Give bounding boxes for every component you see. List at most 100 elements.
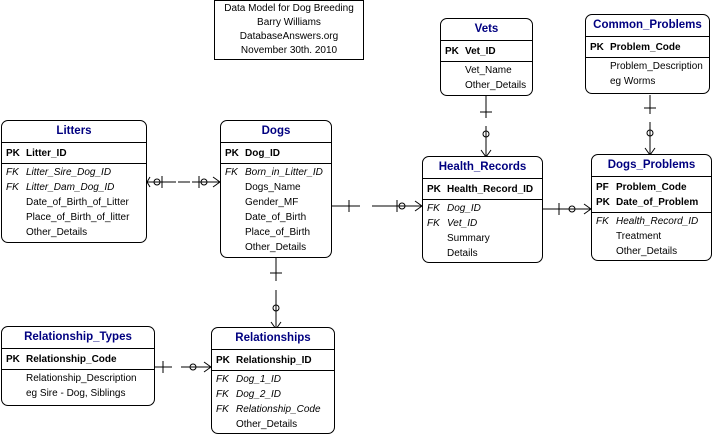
column-row: Date_of_Birth bbox=[221, 210, 331, 225]
pk-row: PK Relationship_Code bbox=[2, 349, 154, 370]
key-marker bbox=[586, 74, 610, 89]
key-marker bbox=[441, 78, 465, 93]
link-relationship-types-relationships bbox=[155, 361, 212, 373]
entity-title: Litters bbox=[2, 121, 146, 143]
entity-title: Relationships bbox=[212, 328, 334, 350]
column-row: Dogs_Name bbox=[221, 180, 331, 195]
key-marker: FK bbox=[6, 167, 19, 178]
column-name: Details bbox=[447, 248, 478, 259]
pk-row: PK Litter_ID bbox=[2, 143, 146, 164]
column-row: Treatment bbox=[592, 229, 711, 244]
link-litters-dogs bbox=[146, 176, 221, 188]
key-marker bbox=[423, 231, 447, 246]
column-row: Summary bbox=[423, 231, 542, 246]
column-row: FK Litter_Dam_Dog_ID bbox=[2, 180, 146, 195]
column-name: eg Worms bbox=[610, 76, 656, 87]
column-name: Dog_ID bbox=[447, 203, 481, 214]
column-name: Problem_Code bbox=[616, 182, 687, 193]
column-name: Vet_Name bbox=[465, 65, 512, 76]
pk-row: PK Problem_Code bbox=[586, 37, 709, 58]
key-marker: PK bbox=[590, 42, 604, 53]
column-name: Gender_MF bbox=[245, 197, 299, 208]
column-name: Dog_ID bbox=[245, 148, 280, 159]
entity-litters[interactable]: Litters PK Litter_ID FK Litter_Sire_Dog_I… bbox=[1, 120, 147, 243]
key-marker bbox=[2, 225, 26, 240]
column-name: Litter_Sire_Dog_ID bbox=[26, 167, 112, 178]
column-name: Vet_ID bbox=[447, 218, 478, 229]
column-row: Details bbox=[423, 246, 542, 261]
key-marker bbox=[221, 180, 245, 195]
column-name: Vet_ID bbox=[465, 46, 496, 57]
key-marker bbox=[441, 63, 465, 78]
column-name: eg Sire - Dog, Siblings bbox=[26, 388, 126, 399]
column-row: eg Worms bbox=[586, 74, 709, 89]
column-name: Relationship_Description bbox=[26, 373, 137, 384]
column-row: Date_of_Birth_of_Litter bbox=[2, 195, 146, 210]
entity-vets[interactable]: Vets PK Vet_ID Vet_Name Other_Details bbox=[440, 18, 533, 96]
column-name: Problem_Code bbox=[610, 42, 681, 53]
column-row: Other_Details bbox=[221, 240, 331, 255]
column-row: FK Litter_Sire_Dog_ID bbox=[2, 165, 146, 180]
column-name: Problem_Description bbox=[610, 61, 703, 72]
column-name: Summary bbox=[447, 233, 490, 244]
column-row: Other_Details bbox=[441, 78, 532, 93]
column-name: Date_of_Birth_of_Litter bbox=[26, 197, 129, 208]
column-name: Health_Record_ID bbox=[447, 184, 534, 195]
column-row: PF Problem_Code bbox=[592, 180, 711, 195]
column-name: Health_Record_ID bbox=[616, 216, 699, 227]
column-name: Relationship_Code bbox=[26, 354, 117, 365]
key-marker: FK bbox=[216, 389, 229, 400]
column-row: Gender_MF bbox=[221, 195, 331, 210]
entity-relationship-types[interactable]: Relationship_Types PK Relationship_Code … bbox=[1, 326, 155, 406]
column-row: FK Health_Record_ID bbox=[592, 214, 711, 229]
column-name: Other_Details bbox=[245, 242, 307, 253]
column-row: Place_of_Birth_of_litter bbox=[2, 210, 146, 225]
key-marker: PF bbox=[596, 182, 609, 193]
key-marker: FK bbox=[596, 216, 609, 227]
key-marker: FK bbox=[225, 167, 238, 178]
column-row: Problem_Description bbox=[586, 59, 709, 74]
caption-author: Barry Williams bbox=[257, 17, 321, 28]
key-marker: PK bbox=[6, 354, 20, 365]
key-marker: PK bbox=[427, 184, 441, 195]
key-marker bbox=[423, 246, 447, 261]
column-name: Litter_Dam_Dog_ID bbox=[26, 182, 115, 193]
key-marker: PK bbox=[596, 197, 610, 208]
link-health-records-dogs-problems bbox=[543, 203, 592, 215]
column-name: Other_Details bbox=[26, 227, 88, 238]
key-marker: PK bbox=[6, 148, 20, 159]
column-row: Place_of_Birth bbox=[221, 225, 331, 240]
key-marker bbox=[2, 195, 26, 210]
pk-row: PK Vet_ID bbox=[441, 41, 532, 62]
key-marker: PK bbox=[445, 46, 459, 57]
entity-title: Vets bbox=[441, 19, 532, 41]
entity-title: Dogs_Problems bbox=[592, 155, 711, 177]
column-row: Other_Details bbox=[212, 417, 334, 432]
column-name: Other_Details bbox=[465, 80, 527, 91]
column-name: Place_of_Birth_of_litter bbox=[26, 212, 130, 223]
column-row: Other_Details bbox=[2, 225, 146, 240]
key-marker bbox=[221, 210, 245, 225]
link-vets-health-records bbox=[480, 96, 492, 158]
column-row: Vet_Name bbox=[441, 63, 532, 78]
entity-common-problems[interactable]: Common_Problems PK Problem_Code Problem_… bbox=[585, 14, 710, 94]
key-marker: FK bbox=[6, 182, 19, 193]
link-dogs-relationships bbox=[270, 258, 282, 330]
column-row: Relationship_Description bbox=[2, 371, 154, 386]
pk-row: PK Dog_ID bbox=[221, 143, 331, 164]
key-marker: FK bbox=[216, 404, 229, 415]
caption-title: Data Model for Dog Breeding bbox=[224, 3, 354, 14]
key-marker: PK bbox=[225, 148, 239, 159]
link-common-problems-dogs-problems bbox=[644, 95, 656, 156]
entity-title: Health_Records bbox=[423, 157, 542, 179]
